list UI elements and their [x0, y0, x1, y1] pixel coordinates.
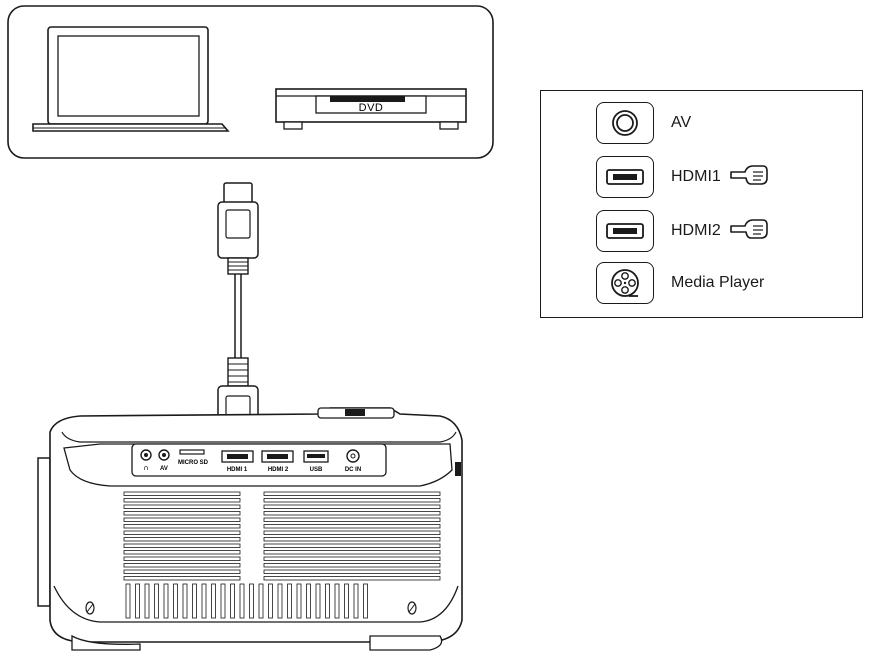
vent-slot — [123, 569, 241, 574]
vent-fin — [268, 583, 273, 619]
av-port-label: AV — [160, 466, 168, 472]
micro-sd-port-label: MICRO SD — [178, 460, 209, 466]
vent-slot — [263, 517, 441, 522]
vent-slot — [123, 530, 241, 535]
vent-slot — [123, 511, 241, 516]
vent-slot — [263, 530, 441, 535]
vent-fin — [192, 583, 197, 619]
laptop-icon — [32, 26, 230, 132]
hdmi1-port-icon: HDMI 1 — [221, 450, 254, 473]
source-selection-menu: AV HDMI1 HDMI2 — [540, 90, 863, 318]
dc-in-port-label: DC IN — [345, 467, 361, 473]
vent-slot — [263, 511, 441, 516]
vent-slot — [263, 543, 441, 548]
vent-slot — [123, 498, 241, 503]
dvd-label: DVD — [359, 102, 384, 114]
vent-fin — [287, 583, 292, 619]
hdmi-port-icon — [596, 156, 654, 198]
vent-fin — [277, 583, 283, 619]
vent-fin — [315, 583, 321, 619]
source-item-label: Media Player — [671, 274, 765, 291]
source-item-label: HDMI2 — [671, 222, 721, 239]
vent-grille — [123, 491, 441, 619]
vent-slot — [263, 504, 441, 509]
vent-slot — [263, 563, 441, 568]
hdmi1-port-label: HDMI 1 — [227, 467, 248, 473]
vent-fin — [201, 583, 207, 619]
vent-fin — [258, 583, 264, 619]
av-jack-icon — [596, 102, 654, 144]
vent-slot — [123, 550, 241, 555]
vent-fin — [334, 583, 340, 619]
vent-slot — [123, 556, 241, 561]
vent-fin — [239, 583, 245, 619]
hdmi2-port-icon: HDMI 2 — [261, 450, 294, 473]
vent-slot — [123, 543, 241, 548]
vent-fin — [325, 583, 330, 619]
vent-slot — [263, 569, 441, 574]
vent-fin — [353, 583, 359, 619]
vent-fin — [344, 583, 349, 619]
vent-fin — [230, 583, 235, 619]
vent-slot — [123, 537, 241, 542]
vent-fin — [173, 583, 178, 619]
source-item-label: HDMI1 — [671, 168, 721, 185]
vent-slot — [263, 550, 441, 555]
usb-port-label: USB — [310, 467, 323, 473]
vent-slot — [263, 498, 441, 503]
vent-fin — [211, 583, 216, 619]
pointing-hand-icon — [729, 216, 769, 247]
hdmi2-port-label: HDMI 2 — [268, 467, 289, 473]
vent-fin — [249, 583, 254, 619]
vent-fin — [296, 583, 302, 619]
vent-fin — [163, 583, 169, 619]
vent-slot — [123, 491, 241, 496]
vent-fin — [363, 583, 368, 619]
vent-slot — [263, 537, 441, 542]
media-player-icon — [596, 262, 654, 304]
pointing-hand-icon — [729, 162, 769, 193]
source-item-hdmi1[interactable]: HDMI1 — [596, 155, 769, 199]
vent-fin — [154, 583, 159, 619]
vent-fin — [182, 583, 188, 619]
headphone-port-icon: ∩ — [140, 449, 152, 472]
vent-slot — [263, 524, 441, 529]
vent-slot — [263, 576, 441, 581]
source-item-hdmi2[interactable]: HDMI2 — [596, 209, 769, 253]
av-port-icon: AV — [158, 449, 170, 472]
usb-port-icon: USB — [303, 450, 329, 473]
dvd-player-icon: DVD — [275, 88, 467, 130]
source-item-av[interactable]: AV — [596, 101, 691, 145]
vent-slot — [123, 524, 241, 529]
vent-slot — [123, 504, 241, 509]
micro-sd-slot-icon: MICRO SD — [178, 449, 209, 466]
vent-slot — [263, 556, 441, 561]
vent-slot — [123, 517, 241, 522]
source-item-media-player[interactable]: Media Player — [596, 261, 764, 305]
svg-text:∩: ∩ — [143, 464, 148, 472]
vent-slot — [123, 563, 241, 568]
vent-fin — [220, 583, 226, 619]
vent-fin — [306, 583, 311, 619]
dc-in-port-icon: DC IN — [345, 449, 361, 473]
vent-fin — [135, 583, 140, 619]
vent-slot — [263, 491, 441, 496]
vent-slot — [123, 576, 241, 581]
source-item-label: AV — [671, 114, 692, 131]
vent-fin — [144, 583, 150, 619]
hdmi-port-icon — [596, 210, 654, 252]
vent-fin — [125, 583, 131, 619]
